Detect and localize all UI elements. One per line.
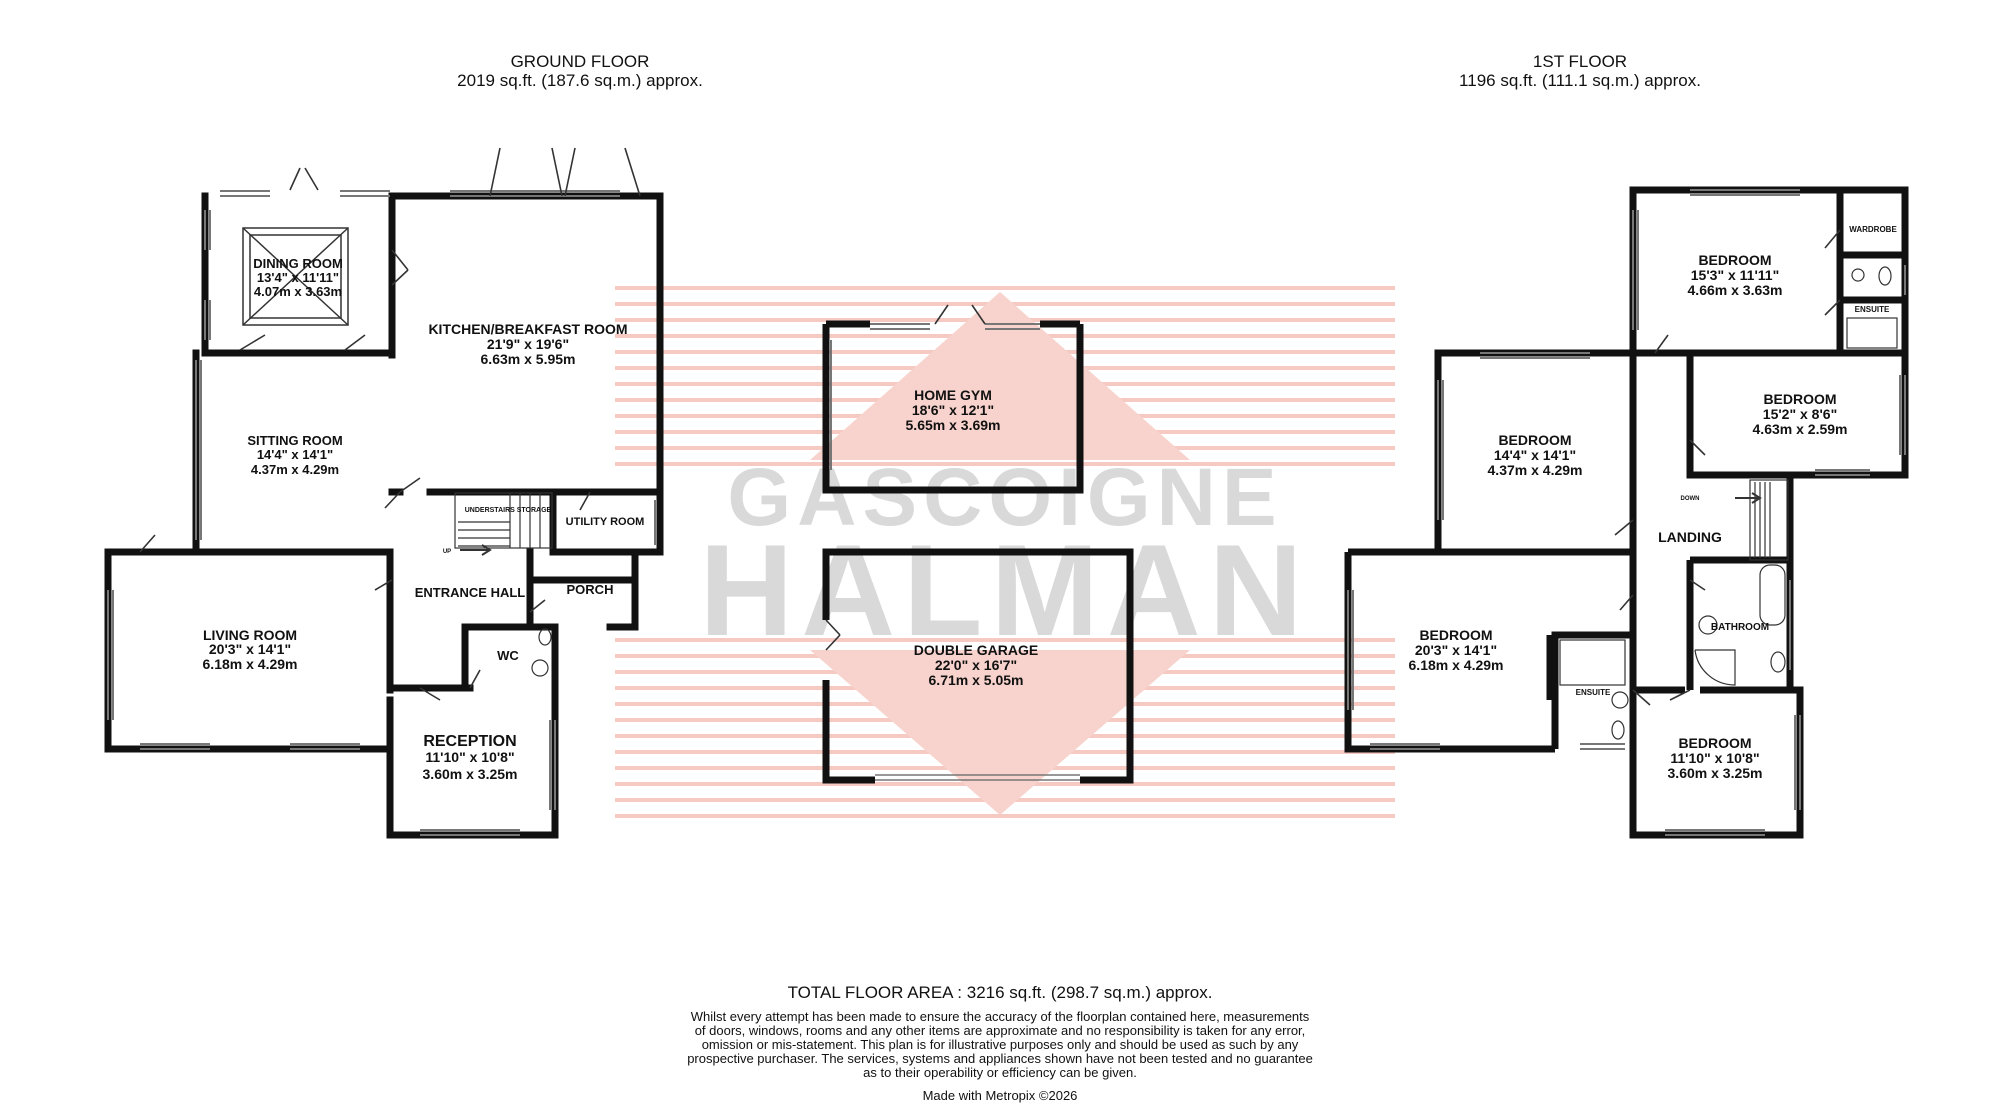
- room-sitting-metric: 4.37m x 4.29m: [251, 462, 339, 477]
- room-kitchen-name: KITCHEN/BREAKFAST ROOM: [428, 321, 627, 337]
- room-bed5-name: BEDROOM: [1678, 735, 1751, 751]
- room-kitchen-imperial: 21'9" x 19'6": [487, 336, 569, 352]
- room-understairs-name: UNDERSTAIRS STORAGE: [465, 507, 552, 514]
- disclaimer-line: of doors, windows, rooms and any other i…: [694, 1023, 1306, 1038]
- room-landing-name: LANDING: [1658, 529, 1722, 545]
- room-ensuite2-name: ENSUITE: [1576, 688, 1611, 697]
- room-dining-name: DINING ROOM: [253, 256, 343, 271]
- room-reception-name: RECEPTION: [423, 733, 516, 750]
- room-bed3-imperial: 14'4" x 14'1": [1494, 447, 1576, 463]
- disclaimer-line: prospective purchaser. The services, sys…: [687, 1051, 1313, 1066]
- room-gym-metric: 5.65m x 3.69m: [906, 417, 1001, 433]
- room-bed4-name: BEDROOM: [1419, 627, 1492, 643]
- first-floor-title: 1ST FLOOR: [1532, 52, 1628, 71]
- first-floor-fixtures: [1559, 266, 1898, 740]
- double-garage-walls: [822, 548, 1134, 784]
- first-floor-doors: [1614, 229, 1841, 706]
- disclaimer-line: omission or mis-statement. This plan is …: [701, 1037, 1299, 1052]
- room-bed5-metric: 3.60m x 3.25m: [1668, 765, 1763, 781]
- room-living-imperial: 20'3" x 14'1": [209, 641, 291, 657]
- room-wc-name: WC: [497, 648, 519, 663]
- room-entrance-name: ENTRANCE HALL: [415, 585, 526, 600]
- room-sitting-imperial: 14'4" x 14'1": [257, 447, 333, 462]
- room-garage-name: DOUBLE GARAGE: [914, 642, 1038, 658]
- room-gym-name: HOME GYM: [914, 387, 992, 403]
- room-garage-metric: 6.71m x 5.05m: [929, 672, 1024, 688]
- first-floor-header: 1ST FLOOR 1196 sq.ft. (111.1 sq.m.) appr…: [1380, 52, 1780, 90]
- ground-floor-windows: [107, 190, 656, 836]
- disclaimer-line: as to their operability or efficiency ca…: [863, 1065, 1137, 1080]
- room-sitting-name: SITTING ROOM: [247, 433, 342, 448]
- room-utility-name: UTILITY ROOM: [566, 516, 645, 528]
- ground-floor-area: 2019 sq.ft. (187.6 sq.m.) approx.: [457, 71, 703, 90]
- watermark-line2: HALMAN: [699, 517, 1310, 663]
- room-bed1-name: BEDROOM: [1698, 252, 1771, 268]
- room-bed4-imperial: 20'3" x 14'1": [1415, 642, 1497, 658]
- room-wardrobe-name: WARDROBE: [1849, 225, 1897, 234]
- room-bed1-imperial: 15'3" x 11'11": [1691, 267, 1779, 283]
- first-floor-walls: [1344, 186, 1909, 839]
- room-garage-imperial: 22'0" x 16'7": [935, 657, 1017, 673]
- watermark: GASCOIGNE HALMAN: [615, 286, 1395, 818]
- room-reception-metric: 3.60m x 3.25m: [423, 766, 518, 782]
- first-floor-area: 1196 sq.ft. (111.1 sq.m.) approx.: [1459, 71, 1701, 90]
- room-bed2-name: BEDROOM: [1763, 391, 1836, 407]
- stairs-icon: [454, 492, 553, 556]
- room-living-metric: 6.18m x 4.29m: [203, 656, 298, 672]
- room-reception-imperial: 11'10" x 10'8": [425, 749, 514, 765]
- room-ensuite1-name: ENSUITE: [1855, 305, 1890, 314]
- watermark-line1: GASCOIGNE: [727, 452, 1282, 543]
- room-bed2-imperial: 15'2" x 8'6": [1763, 406, 1837, 422]
- room-bed4-metric: 6.18m x 4.29m: [1409, 657, 1504, 673]
- disclaimer: Whilst every attempt has been made to en…: [600, 1010, 1400, 1080]
- room-bed5-imperial: 11'10" x 10'8": [1670, 750, 1759, 766]
- stairs-down-label: DOWN: [1681, 496, 1700, 502]
- ground-floor-title: GROUND FLOOR: [510, 52, 650, 71]
- room-bed3-metric: 4.37m x 4.29m: [1488, 462, 1583, 478]
- room-gym-imperial: 18'6" x 12'1": [912, 402, 994, 418]
- stairs-up-label: UP: [443, 549, 451, 555]
- metropix-credit: Made with Metropix ©2026: [922, 1088, 1078, 1103]
- first-floor-windows: [1347, 189, 1906, 836]
- room-bed1-metric: 4.66m x 3.63m: [1688, 282, 1783, 298]
- wc-fixtures-icon: [531, 628, 552, 677]
- room-dining-imperial: 13'4" x 11'11": [257, 270, 339, 285]
- room-living-name: LIVING ROOM: [203, 627, 297, 643]
- room-porch-name: PORCH: [567, 582, 614, 597]
- ground-floor-header: GROUND FLOOR 2019 sq.ft. (187.6 sq.m.) a…: [380, 52, 780, 90]
- ground-floor-doors: [139, 147, 641, 701]
- room-bathroom-name: BATHROOM: [1711, 622, 1769, 633]
- home-gym-walls: [822, 320, 1084, 494]
- room-bed2-metric: 4.63m x 2.59m: [1753, 421, 1848, 437]
- room-bed3-name: BEDROOM: [1498, 432, 1571, 448]
- room-dining-metric: 4.07m x 3.63m: [254, 284, 342, 299]
- skylight-icon: [242, 227, 349, 326]
- total-floor-area: TOTAL FLOOR AREA : 3216 sq.ft. (298.7 sq…: [787, 983, 1213, 1002]
- room-kitchen-metric: 6.63m x 5.95m: [481, 351, 576, 367]
- disclaimer-line: Whilst every attempt has been made to en…: [690, 1009, 1310, 1024]
